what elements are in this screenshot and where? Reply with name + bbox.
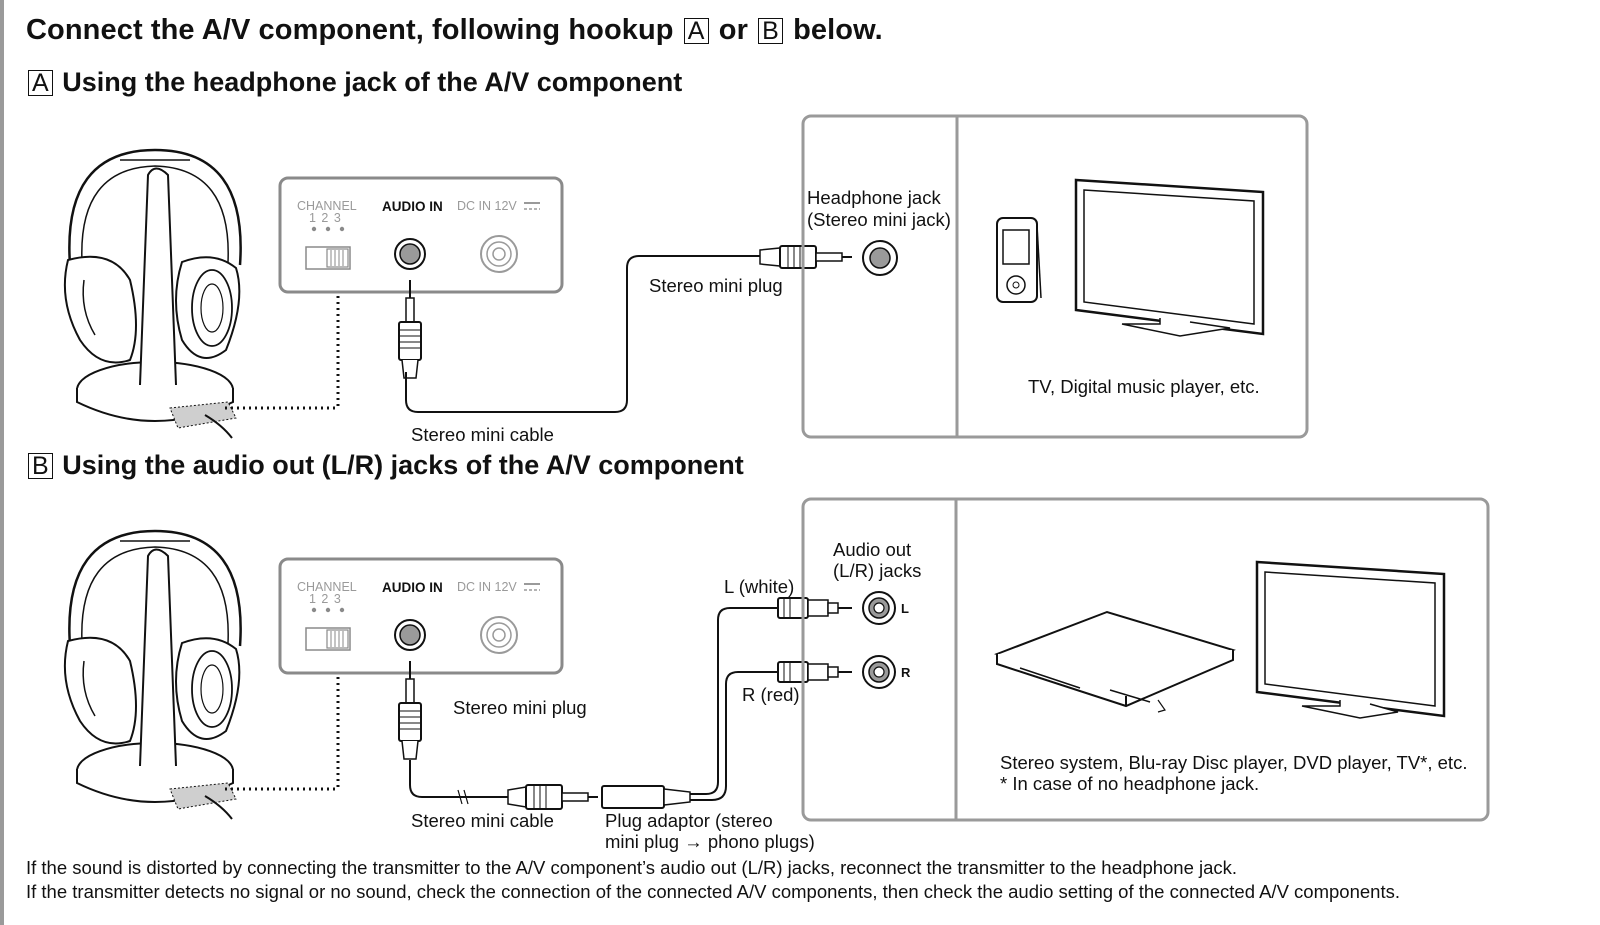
title-text-prefix: Connect the A/V component, following hoo…: [26, 14, 674, 46]
title-text-suffix: below.: [793, 14, 883, 46]
panel-b-dc-in-label: DC IN 12V: [457, 580, 517, 594]
audio-out-jacks-label: Audio out: [833, 539, 912, 560]
section-b-heading: B Using the audio out (L/R) jacks of the…: [28, 450, 744, 481]
rca-plug-left-icon: [777, 597, 852, 619]
panel-b-audio-in-label: AUDIO IN: [382, 580, 443, 595]
right-red-label: R (red): [742, 684, 800, 705]
panel-b-channel-numbers: 1 2 3: [309, 592, 342, 606]
note-no-signal: If the transmitter detects no signal or …: [26, 881, 1400, 902]
title-text-middle: or: [718, 14, 748, 46]
stereo-mini-plug-label-a: Stereo mini plug: [649, 275, 783, 296]
stereo-mini-plug-icon-b: [398, 660, 422, 760]
stereo-mini-plug-horizontal-b: [507, 784, 598, 810]
headphones-on-stand-icon-b: [63, 529, 242, 821]
tv-icon-b: [1255, 560, 1446, 719]
plug-adaptor-sublabel: mini plug → phono plugs): [605, 831, 815, 852]
stereo-mini-cable-label-a: Stereo mini cable: [411, 424, 554, 445]
title-badge-b: B: [758, 18, 783, 44]
device-footnote-b: * In case of no headphone jack.: [1000, 773, 1260, 794]
digital-music-player-icon: [996, 217, 1042, 303]
title-badge-a: A: [683, 18, 709, 44]
av-component-frame-b: [801, 497, 1490, 822]
page-title: Connect the A/V component, following hoo…: [26, 14, 883, 47]
plug-adaptor-label: Plug adaptor (stereo: [605, 810, 773, 831]
plug-adaptor-icon: [601, 607, 778, 809]
panel-a-dc-in-label: DC IN 12V: [457, 199, 517, 213]
section-b-heading-text: Using the audio out (L/R) jacks of the A…: [62, 450, 744, 480]
device-label-a: TV, Digital music player, etc.: [1028, 376, 1260, 397]
section-a-badge: A: [28, 70, 53, 96]
section-b-badge: B: [28, 453, 53, 479]
jack-r-label: R: [901, 665, 911, 680]
rca-jack-icon: [862, 591, 896, 689]
headphones-on-stand-icon: [63, 148, 242, 440]
stereo-mini-plug-horizontal: [759, 245, 852, 269]
tv-icon: [1074, 178, 1265, 337]
av-component-frame-a: [801, 114, 1309, 439]
rca-plug-right-icon: [777, 661, 852, 683]
device-label-b: Stereo system, Blu-ray Disc player, DVD …: [1000, 752, 1468, 773]
stereo-mini-plug-label-b: Stereo mini plug: [453, 697, 587, 718]
panel-a-audio-in-label: AUDIO IN: [382, 199, 443, 214]
left-margin-rule: [0, 0, 4, 925]
panel-a-channel-label: CHANNEL: [297, 199, 357, 213]
note-distorted-sound: If the sound is distorted by connecting …: [26, 857, 1238, 878]
panel-a-channel-numbers: 1 2 3: [309, 211, 342, 225]
left-white-label: L (white): [724, 576, 795, 597]
section-a-heading: A Using the headphone jack of the A/V co…: [28, 67, 682, 98]
jack-l-label: L: [901, 601, 909, 616]
disc-player-icon: [994, 610, 1236, 713]
stereo-mini-cable-label-b: Stereo mini cable: [411, 810, 554, 831]
section-a-heading-text: Using the headphone jack of the A/V comp…: [62, 67, 683, 97]
headphone-jack-sublabel: (Stereo mini jack): [807, 209, 951, 230]
panel-b-channel-label: CHANNEL: [297, 580, 357, 594]
headphone-jack-label: Headphone jack: [807, 187, 941, 208]
stereo-mini-plug-icon: [398, 279, 422, 379]
audio-out-jacks-sublabel: (L/R) jacks: [833, 560, 922, 581]
